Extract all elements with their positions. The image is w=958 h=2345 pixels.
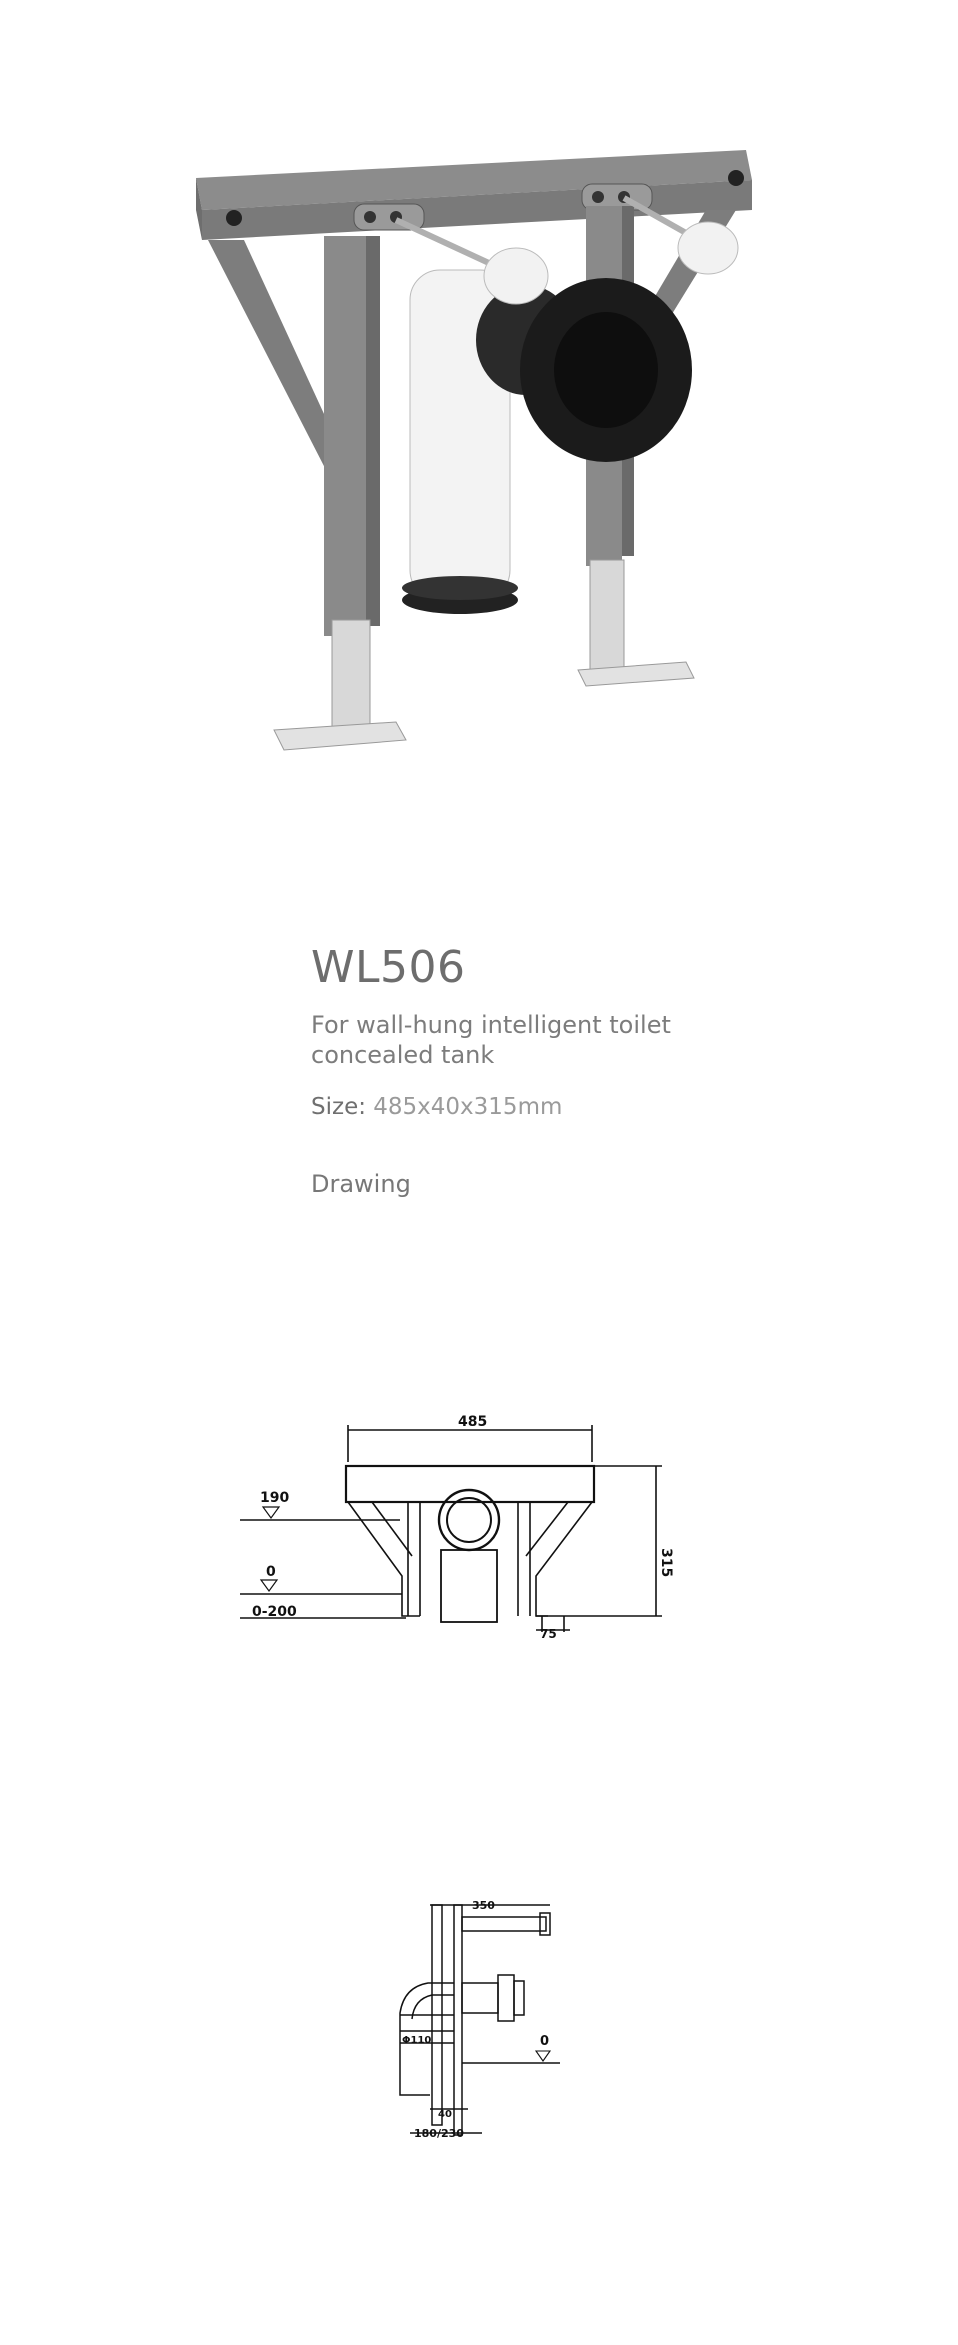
product-photo [196, 150, 752, 751]
drawing-label: Drawing [311, 1170, 411, 1198]
pipe-diameter: Φ110 [402, 2035, 431, 2046]
range-label: 0-200 [252, 1604, 297, 1620]
size-value: 485x40x315mm [373, 1094, 563, 1120]
side-level-0-label: 0 [540, 2034, 549, 2049]
size-row: Size: 485x40x315mm [311, 1094, 562, 1120]
offset-dimension: 40 [438, 2109, 452, 2120]
foot-dimension: 75 [540, 1627, 557, 1640]
product-model-title: WL506 [311, 942, 466, 993]
level-190-label: 190 [260, 1490, 289, 1506]
height-dimension: 315 [658, 1548, 674, 1577]
depth-dimension: 350 [472, 1899, 495, 1912]
width-dimension: 485 [458, 1414, 487, 1430]
side-technical-drawing: 350 Φ110 0 40 180/230 [399, 1899, 560, 2140]
level-0-label: 0 [266, 1564, 276, 1580]
product-description: For wall-hung intelligent toilet conceal… [311, 1011, 671, 1069]
range-dimension: 180/230 [414, 2127, 464, 2140]
front-technical-drawing: 485 315 190 0 0-200 75 [240, 1414, 674, 1640]
size-label: Size: [311, 1094, 366, 1120]
